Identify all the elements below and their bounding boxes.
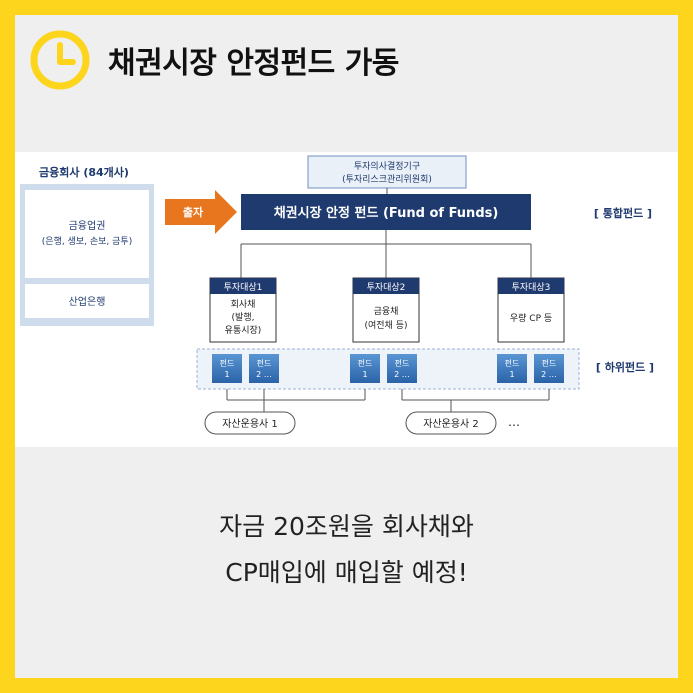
- tree-connectors: [240, 230, 532, 278]
- sub-fund-2b-num: 2 …: [394, 370, 410, 379]
- sub-fund-2a-label: 펀드: [358, 359, 373, 368]
- asset-manager-2-label: 자산운용사 2: [423, 418, 479, 430]
- target-header-3: [498, 278, 564, 294]
- sub-fund-1b-label: 펀드: [257, 359, 272, 368]
- caption-line-2: CP매입에 매입할 예정!: [225, 558, 468, 587]
- fund-structure-diagram: 금융회사 (84개사) 금융업권 (은행, 생보, 손보, 금투) 산업은행 출…: [15, 152, 678, 447]
- sub-fund-1a: 펀드 1: [212, 354, 242, 383]
- page-title: 채권시장 안정펀드 가동: [108, 46, 399, 81]
- left-panel-title: 금융회사 (84개사): [39, 165, 129, 179]
- financial-sector-box: [25, 190, 149, 278]
- financial-sector-label: 금융업권: [69, 219, 106, 232]
- sub-fund-1b-num: 2 …: [256, 370, 272, 379]
- investment-arrow-label: 출자: [183, 205, 204, 219]
- target-line1-1: 회사채: [231, 299, 256, 310]
- committee-box: [307, 155, 467, 189]
- target-line2-2: (여전채 등): [364, 319, 407, 331]
- sub-fund-1b: 펀드 2 …: [249, 354, 279, 383]
- sub-fund-label: [ 하위펀드 ]: [596, 360, 654, 374]
- kdb-label: 산업은행: [69, 295, 106, 308]
- financial-sector-detail: (은행, 생보, 손보, 금투): [42, 235, 132, 247]
- asset-manager-1-label: 자산운용사 1: [222, 418, 278, 430]
- sub-fund-3a-label: 펀드: [505, 359, 520, 368]
- sub-fund-2a: 펀드 1: [350, 354, 380, 383]
- target-header-label-2: 투자대상2: [367, 282, 406, 293]
- target-header-label-1: 투자대상1: [224, 282, 263, 293]
- sub-fund-3b-num: 2 …: [541, 370, 557, 379]
- kdb-box: [25, 284, 149, 318]
- main-fund-box: [241, 194, 531, 230]
- sub-fund-1a-num: 1: [224, 370, 229, 379]
- integrated-fund-label: [ 통합펀드 ]: [594, 206, 652, 220]
- sub-fund-1a-label: 펀드: [220, 359, 235, 368]
- sub-fund-3b: 펀드 2 …: [534, 354, 564, 383]
- target-line1-2: 금융채: [374, 306, 399, 317]
- target-line3-1: 유통시장): [225, 325, 262, 336]
- sub-fund-2b-label: 펀드: [395, 359, 410, 368]
- manager-connectors: [226, 389, 550, 412]
- investment-arrow: [165, 190, 237, 234]
- sub-fund-3a-num: 1: [509, 370, 514, 379]
- asset-manager-2: [405, 411, 497, 435]
- target-line1-3: 우량 CP 등: [510, 312, 552, 324]
- sub-fund-2a-num: 1: [362, 370, 367, 379]
- asset-manager-1: [204, 411, 296, 435]
- main-fund-label: 채권시장 안정 펀드 (Fund of Funds): [274, 205, 499, 221]
- sub-fund-3b-label: 펀드: [542, 359, 557, 368]
- sub-fund-2b: 펀드 2 …: [387, 354, 417, 383]
- committee-title: 투자의사결정기구: [354, 161, 420, 172]
- diagram-canvas: 금융회사 (84개사) 금융업권 (은행, 생보, 손보, 금투) 산업은행 출…: [20, 155, 654, 435]
- more-managers-ellipsis: …: [508, 415, 520, 429]
- target-line2-1: (발행,: [232, 311, 255, 323]
- target-header-label-3: 투자대상3: [512, 282, 551, 293]
- target-header-1: [210, 278, 276, 294]
- clock-icon: [30, 30, 90, 90]
- committee-subtitle: (투자리스크관리위원회): [342, 174, 432, 185]
- sub-fund-3a: 펀드 1: [497, 354, 527, 383]
- target-header-2: [353, 278, 419, 294]
- caption-line-1: 자금 20조원을 회사채와: [219, 512, 474, 541]
